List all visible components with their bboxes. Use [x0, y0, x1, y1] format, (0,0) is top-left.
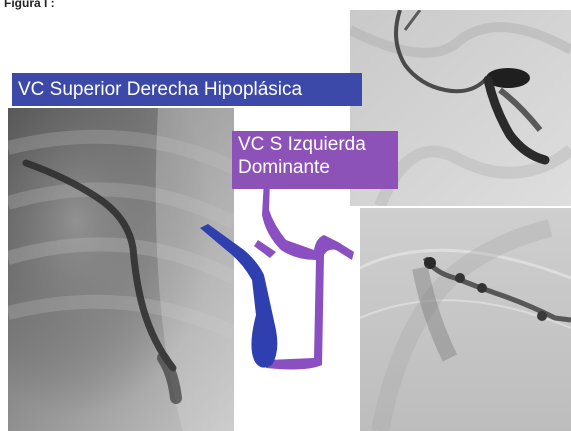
right-svc-label: VC Superior Derecha Hipoplásica	[12, 73, 362, 106]
left-svc-label-line2: Dominante	[238, 156, 392, 179]
vessel-diagram	[196, 180, 362, 380]
figure-title: Figura I :	[4, 0, 55, 10]
bottom-right-angiography-image	[360, 208, 571, 431]
left-svc-label-line1: VC S Izquierda	[238, 133, 392, 156]
left-svc-label: VC S Izquierda Dominante	[232, 131, 398, 189]
